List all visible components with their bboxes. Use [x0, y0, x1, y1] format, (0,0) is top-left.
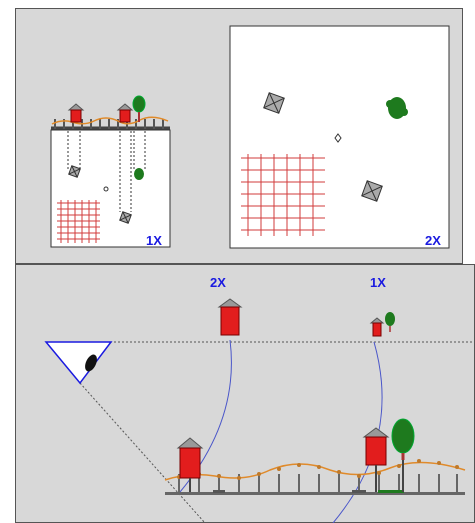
left-house-1 [69, 104, 83, 122]
ground-platform [165, 492, 465, 495]
fence-post [456, 474, 458, 492]
fence-post [438, 474, 440, 492]
projected-tree-1x [385, 312, 395, 332]
physical-house-far [364, 428, 388, 492]
platform-stand [352, 490, 366, 493]
fence-post [378, 474, 380, 492]
physical-tree [392, 419, 414, 492]
left-tree-top [134, 168, 144, 180]
fence-post [338, 474, 340, 492]
far-scale-label: 1X [370, 275, 386, 290]
fence-post [258, 474, 260, 492]
eye-icon [46, 342, 111, 383]
left-map-view: 1X [51, 96, 170, 248]
fence-post [418, 474, 420, 492]
fence-post [108, 119, 110, 129]
projected-house-2x [219, 299, 241, 335]
fence-post [144, 119, 146, 129]
fence-post [153, 119, 155, 129]
fence-post [135, 119, 137, 129]
fence-post [90, 119, 92, 129]
left-view-scale-label: 1X [146, 233, 162, 248]
fence-post [278, 474, 280, 492]
platform-stand [378, 490, 404, 493]
fence-post [398, 474, 400, 492]
fence-post [54, 119, 56, 129]
perspective-view: 2X 1X [46, 275, 475, 523]
projected-house-1x [371, 318, 383, 336]
fence-post [162, 119, 164, 129]
platform-stand [213, 490, 225, 493]
left-house-2 [118, 104, 132, 122]
right-view-scale-label: 2X [425, 233, 441, 248]
left-map-frame [51, 130, 170, 247]
fence-post [298, 474, 300, 492]
right-map-view: 2X [230, 26, 449, 248]
left-marker [104, 187, 108, 191]
fence-post [99, 119, 101, 129]
fence-post [318, 474, 320, 492]
near-scale-label: 2X [210, 275, 226, 290]
